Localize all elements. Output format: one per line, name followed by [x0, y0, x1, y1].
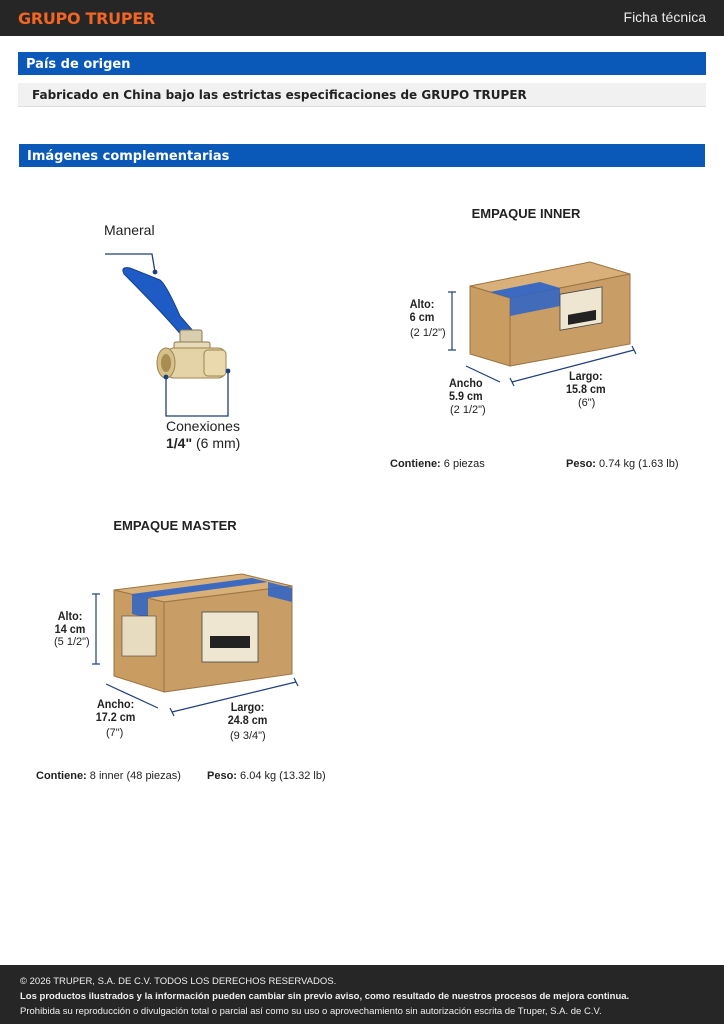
- inner-ancho: Ancho 5.9 cm: [446, 377, 486, 403]
- master-largo: Largo: 24.8 cm: [226, 701, 269, 727]
- page-footer: © 2026 TRUPER, S.A. DE C.V. TODOS LOS DE…: [0, 965, 724, 1024]
- section-heading-origin: País de origen: [18, 52, 706, 75]
- inner-largo: Largo: 15.8 cm: [566, 370, 606, 396]
- ball-valve-illustration: [105, 253, 231, 417]
- footer-legal: Prohibida su reproducción o divulgación …: [20, 1006, 602, 1017]
- master-contiene: Contiene: 8 inner (48 piezas): [36, 770, 181, 782]
- inner-largo-label: Largo:: [568, 369, 603, 383]
- master-box-illustration: [92, 573, 299, 717]
- document-type: Ficha técnica: [623, 9, 706, 25]
- footer-notice: Los productos ilustrados y la informació…: [20, 991, 630, 1002]
- label-connection-size: 1/4" (6 mm): [166, 435, 240, 451]
- inner-contiene-label: Contiene:: [390, 458, 441, 470]
- master-alto-cm: 14 cm: [54, 622, 86, 636]
- inner-ancho-in: (2 1/2"): [450, 404, 486, 416]
- master-peso-label: Peso:: [207, 770, 237, 782]
- section-heading-images: Imágenes complementarias: [19, 144, 705, 167]
- master-alto-label: Alto:: [57, 609, 83, 623]
- inner-peso: Peso: 0.74 kg (1.63 lb): [566, 458, 679, 470]
- inner-contiene-value: 6 piezas: [443, 458, 485, 470]
- master-peso-value: 6.04 kg (13.32 lb): [240, 770, 326, 782]
- inner-alto: Alto: 6 cm: [404, 298, 440, 324]
- master-largo-label: Largo:: [230, 700, 265, 714]
- inner-alto-in: (2 1/2"): [410, 327, 446, 339]
- top-header: GRUPO TRUPER Ficha técnica: [0, 0, 724, 36]
- label-conexiones: Conexiones: [166, 418, 240, 434]
- master-contiene-label: Contiene:: [36, 770, 87, 782]
- footer-copyright: © 2026 TRUPER, S.A. DE C.V. TODOS LOS DE…: [20, 976, 337, 987]
- inner-ancho-cm: 5.9 cm: [448, 389, 483, 403]
- inner-alto-label: Alto:: [409, 297, 435, 311]
- master-alto-in: (5 1/2"): [54, 636, 90, 648]
- master-package-title: EMPAQUE MASTER: [113, 518, 237, 533]
- master-ancho-cm: 17.2 cm: [95, 710, 136, 724]
- master-ancho: Ancho: 17.2 cm: [94, 698, 137, 724]
- master-ancho-in: (7"): [106, 727, 124, 739]
- connection-size-inch: 1/4": [166, 435, 193, 451]
- inner-package-title: EMPAQUE INNER: [471, 206, 581, 221]
- master-contiene-value: 8 inner (48 piezas): [89, 770, 181, 782]
- inner-peso-value: 0.74 kg (1.63 lb): [599, 458, 679, 470]
- master-largo-cm: 24.8 cm: [227, 713, 268, 727]
- label-maneral: Maneral: [104, 222, 155, 238]
- master-peso: Peso: 6.04 kg (13.32 lb): [207, 770, 326, 782]
- inner-box-illustration: [448, 261, 637, 387]
- master-largo-in: (9 3/4"): [230, 730, 266, 742]
- origin-statement: Fabricado en China bajo las estrictas es…: [18, 83, 706, 107]
- inner-peso-label: Peso:: [566, 458, 596, 470]
- inner-alto-cm: 6 cm: [409, 310, 435, 324]
- connection-size-mm: (6 mm): [196, 435, 241, 451]
- brand-logo: GRUPO TRUPER: [18, 9, 155, 28]
- inner-largo-cm: 15.8 cm: [566, 382, 606, 396]
- inner-ancho-label: Ancho: [448, 376, 483, 390]
- inner-largo-in: (6"): [578, 397, 596, 409]
- inner-contiene: Contiene: 6 piezas: [390, 458, 485, 470]
- master-alto: Alto: 14 cm: [52, 610, 88, 636]
- master-ancho-label: Ancho:: [96, 697, 135, 711]
